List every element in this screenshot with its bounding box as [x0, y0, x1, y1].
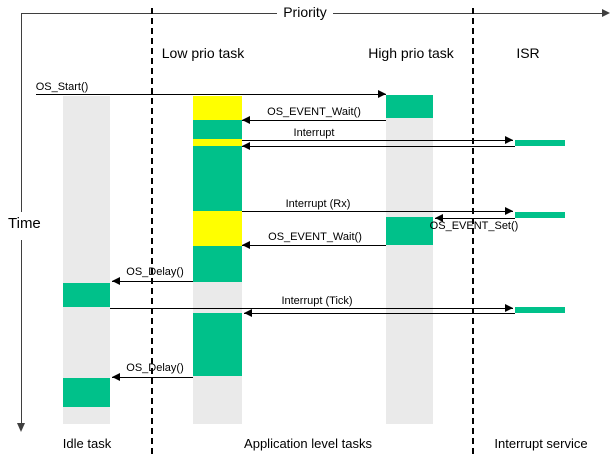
- high-prio-task-running-segment: [386, 95, 433, 118]
- arrow-line-os-delay: [112, 281, 193, 282]
- separator-application-vs-interrupt: [472, 8, 474, 458]
- arrowhead-left-icon-interrupt-return: [242, 142, 250, 150]
- arrow-label-os-start: OS_Start(): [35, 81, 89, 93]
- priority-axis-line-left: [21, 13, 277, 14]
- arrow-line-os-event-wait: [242, 245, 386, 246]
- isr-activity-bar: [515, 212, 565, 218]
- low-prio-task-ready-segment: [193, 139, 242, 146]
- arrow-line-os-start: [36, 94, 386, 95]
- arrowhead-right-icon-os-start: [378, 90, 386, 98]
- arrowhead-left-icon-os-delay: [112, 277, 120, 285]
- arrowhead-right-icon-interrupt: [505, 136, 513, 144]
- arrow-line-os-event-wait: [242, 120, 386, 121]
- isr-activity-bar: [515, 307, 565, 313]
- time-axis-line-top: [21, 13, 22, 212]
- separator-idle-vs-application: [151, 8, 153, 458]
- arrow-line-os-event-set: [435, 218, 515, 219]
- time-axis-line-bottom: [21, 240, 22, 423]
- isr-activity-bar: [515, 140, 565, 146]
- arrow-label-interrupt-tick: Interrupt (Tick): [281, 295, 353, 307]
- arrowhead-right-icon-interrupt-tick: [505, 304, 513, 312]
- arrow-line-interrupt-return: [242, 146, 515, 147]
- arrowhead-left-icon-os-event-wait: [242, 116, 250, 124]
- task-column-idle-task: [63, 96, 110, 424]
- arrowhead-right-icon-interrupt-rx: [505, 207, 513, 215]
- low-prio-task-running-segment: [193, 313, 242, 376]
- arrow-line-interrupt-return: [244, 313, 515, 314]
- arrow-label-os-event-set: OS_EVENT_Set(): [429, 220, 519, 232]
- footer-idle-task: Idle task: [62, 436, 112, 451]
- low-prio-task-running-segment: [193, 146, 242, 211]
- priority-axis-label: Priority: [283, 4, 327, 20]
- arrow-line-interrupt-rx: [242, 211, 513, 212]
- time-axis-label: Time: [8, 215, 41, 232]
- low-prio-task-ready-segment: [193, 96, 242, 120]
- idle-task-running-segment: [63, 283, 110, 307]
- header-isr: ISR: [516, 45, 540, 61]
- arrowhead-left-icon-os-event-wait: [242, 241, 250, 249]
- low-prio-task-running-segment: [193, 120, 242, 139]
- arrowhead-left-icon-os-delay: [112, 373, 120, 381]
- low-prio-task-running-segment: [193, 246, 242, 282]
- priority-axis-arrowhead-icon: [602, 9, 610, 17]
- arrow-line-interrupt-tick: [110, 308, 513, 309]
- footer-application-level-tasks: Application level tasks: [244, 436, 372, 451]
- arrowhead-left-icon-os-event-set: [435, 214, 443, 222]
- arrow-label-interrupt: Interrupt: [293, 127, 335, 139]
- high-prio-task-running-segment: [386, 217, 433, 245]
- header-low-prio-task: Low prio task: [161, 45, 245, 61]
- footer-interrupt-service: Interrupt service: [494, 436, 588, 451]
- priority-axis-line-right: [333, 13, 602, 14]
- header-high-prio-task: High prio task: [368, 45, 454, 61]
- low-prio-task-ready-segment: [193, 211, 242, 246]
- arrowhead-left-icon-interrupt-return: [244, 309, 252, 317]
- arrow-line-interrupt: [242, 140, 513, 141]
- arrow-label-os-event-wait: OS_EVENT_Wait(): [267, 106, 361, 118]
- arrow-label-interrupt-rx: Interrupt (Rx): [285, 198, 351, 210]
- time-axis-arrowhead-icon: [17, 423, 25, 432]
- arrow-label-os-event-wait: OS_EVENT_Wait(): [268, 231, 362, 243]
- arrow-label-os-delay: OS_Delay(): [126, 362, 184, 374]
- task-column-high-prio-task: [386, 95, 433, 424]
- arrow-label-os-delay: OS_Delay(): [126, 266, 184, 278]
- arrow-line-os-delay: [112, 377, 193, 378]
- idle-task-running-segment: [63, 378, 110, 407]
